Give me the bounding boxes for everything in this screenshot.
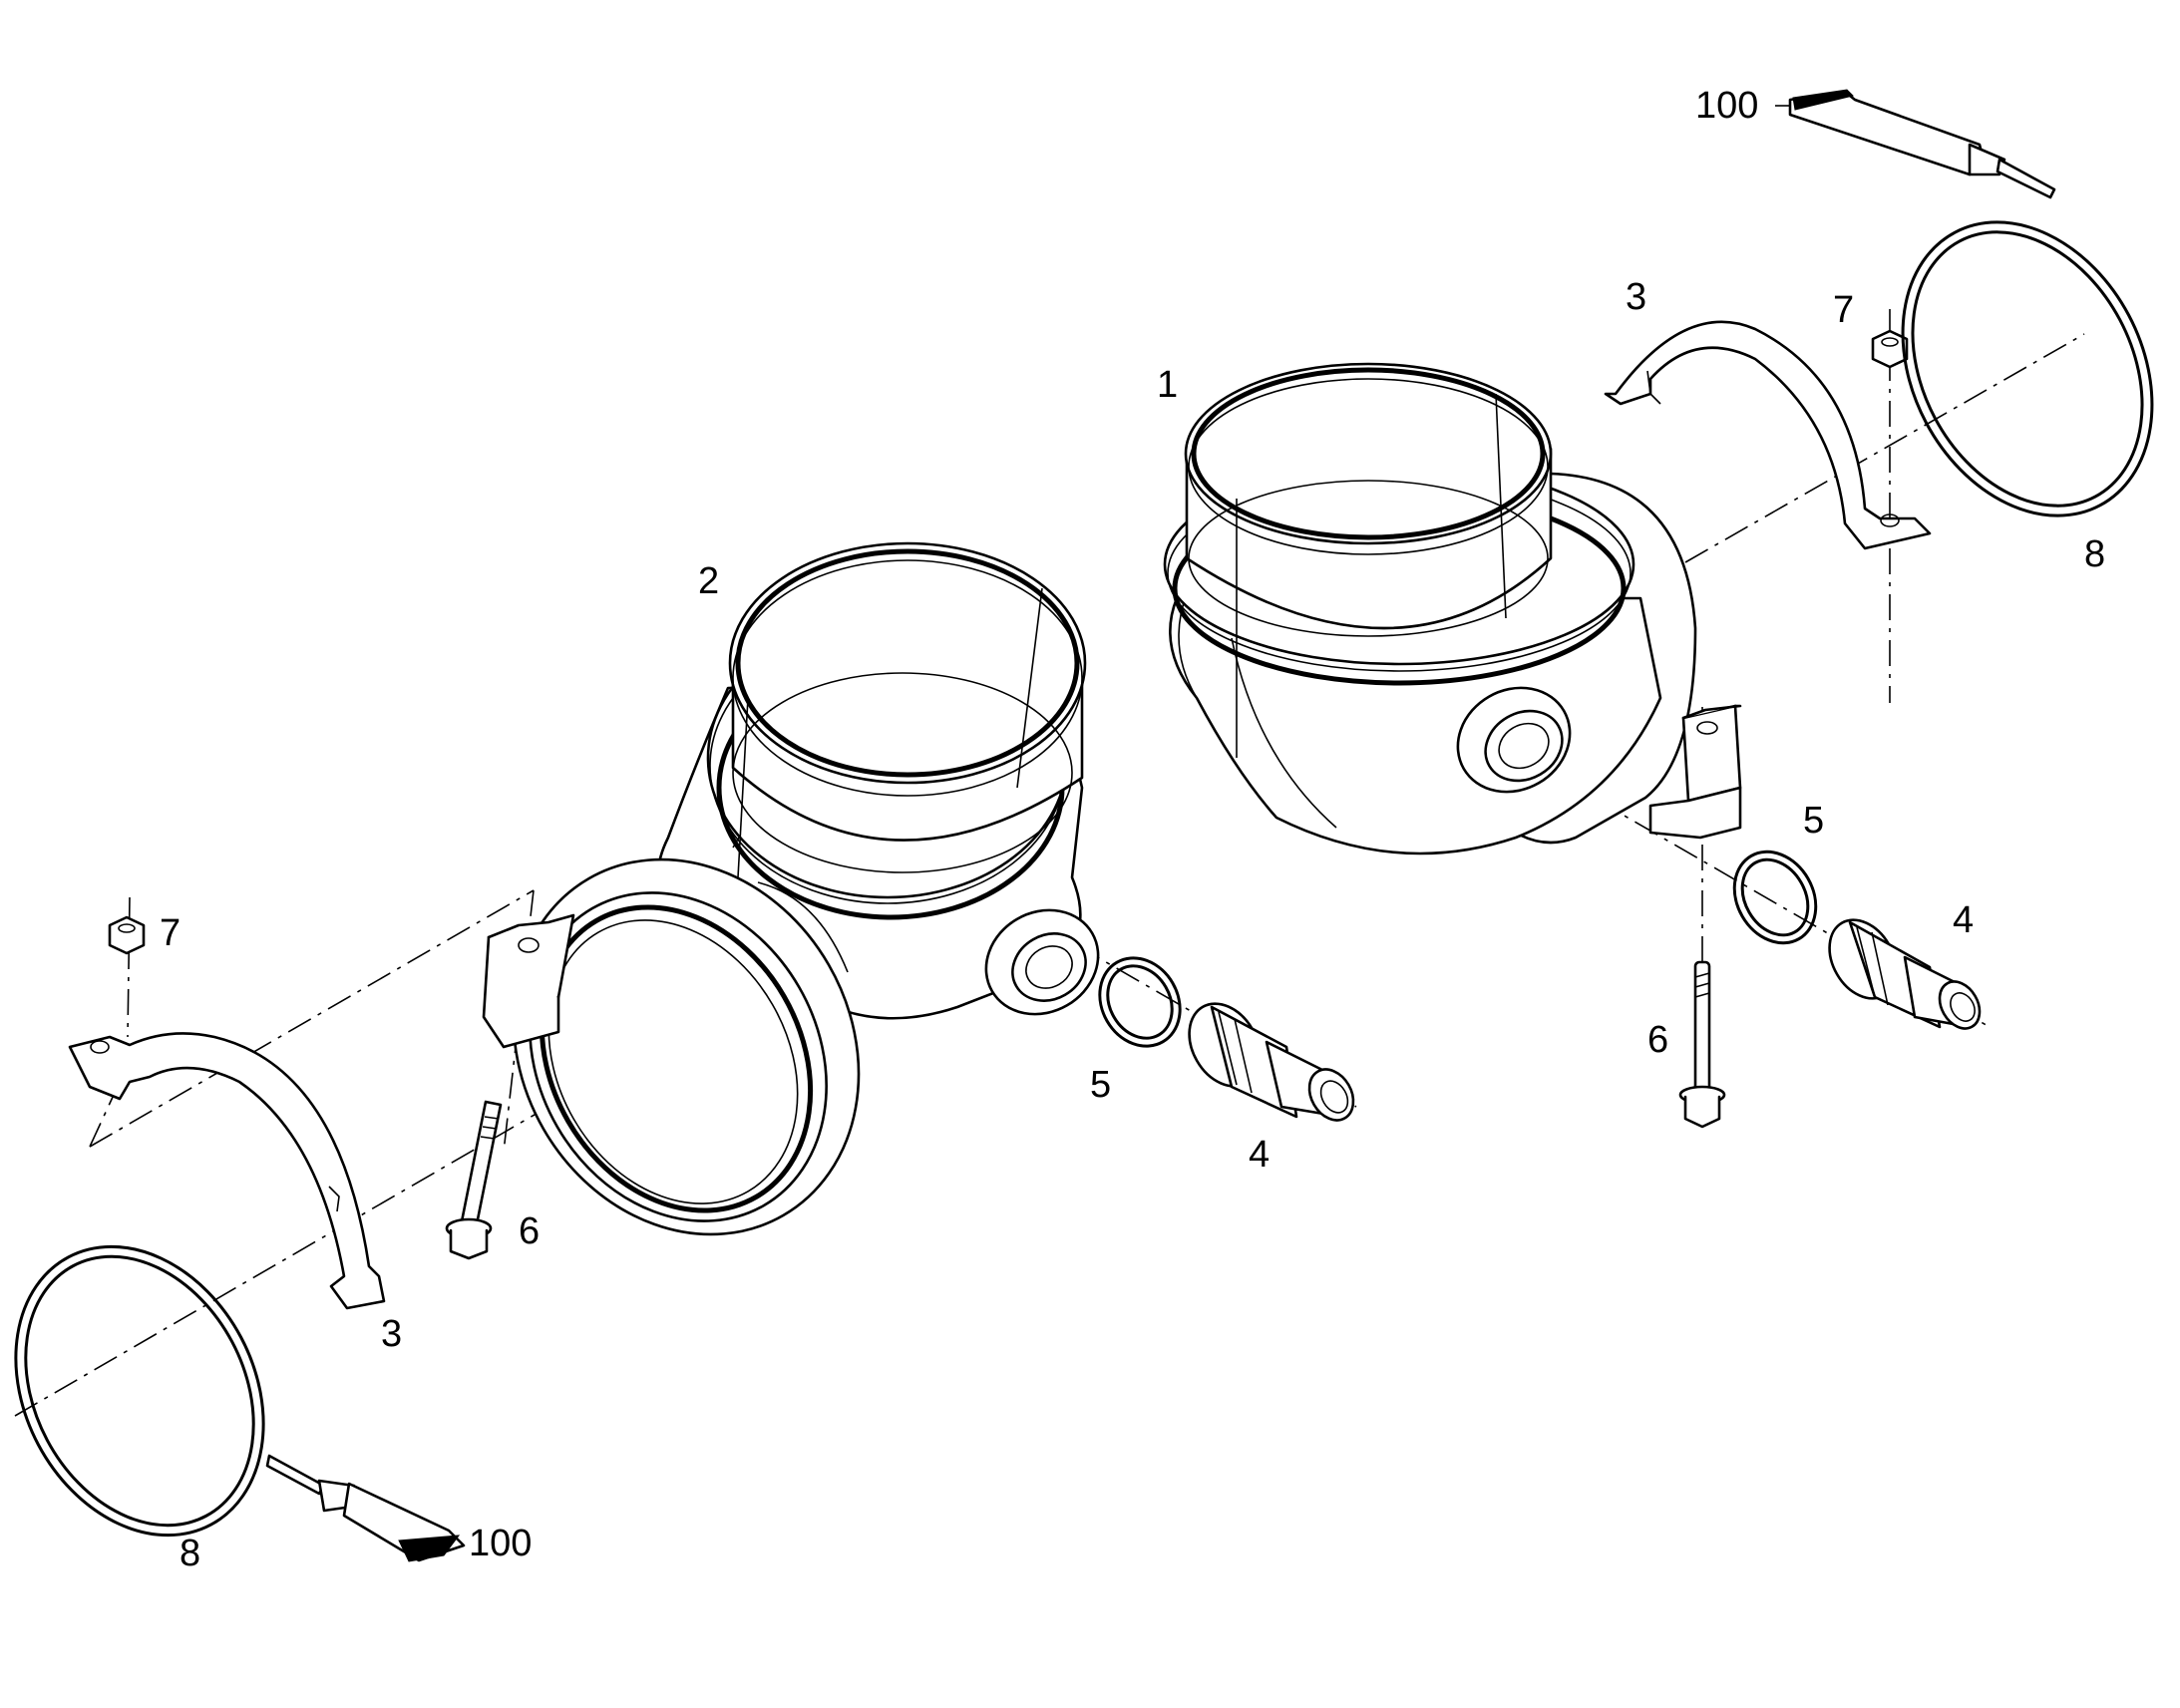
fitting-right — [1828, 918, 1982, 1030]
seal-ring-left — [14, 1244, 265, 1537]
callout-8-left: 8 — [180, 1533, 200, 1574]
fitting-left — [1188, 1002, 1355, 1122]
sealant-tube-right — [1788, 89, 2056, 199]
bolt-left — [445, 1100, 503, 1260]
housing-part-2 — [482, 541, 1100, 1236]
housing-part-1 — [1163, 362, 1742, 855]
callout-7-right: 7 — [1833, 289, 1854, 331]
callout-7-left: 7 — [160, 912, 181, 954]
callout-4-right: 4 — [1953, 899, 1974, 941]
callout-6-right: 6 — [1647, 1019, 1668, 1061]
o-ring-left — [1098, 956, 1182, 1048]
callout-4-left: 4 — [1249, 1134, 1270, 1176]
callout-1: 1 — [1157, 364, 1178, 406]
clamp-band-left — [68, 1032, 386, 1310]
callout-3-right: 3 — [1626, 276, 1646, 318]
callout-100-right: 100 — [1695, 85, 1758, 127]
callout-2: 2 — [698, 560, 719, 602]
nut-right — [1871, 329, 1909, 369]
callout-6-left: 6 — [519, 1210, 540, 1252]
callout-8-right: 8 — [2084, 533, 2105, 575]
o-ring-right — [1732, 850, 1818, 945]
callout-5-right: 5 — [1803, 800, 1824, 842]
seal-ring-right — [1901, 220, 2154, 517]
callout-100-left: 100 — [469, 1523, 532, 1564]
bolt-right — [1678, 960, 1726, 1129]
callout-5-left: 5 — [1090, 1064, 1111, 1106]
callout-labels: 1 2 3 3 4 4 5 5 6 6 7 7 8 8 100 100 — [160, 85, 2105, 1574]
sealant-tube-left — [265, 1454, 466, 1562]
clamp-band-right — [1604, 320, 1932, 550]
callout-3-left: 3 — [381, 1313, 402, 1355]
nut-left — [108, 915, 146, 955]
